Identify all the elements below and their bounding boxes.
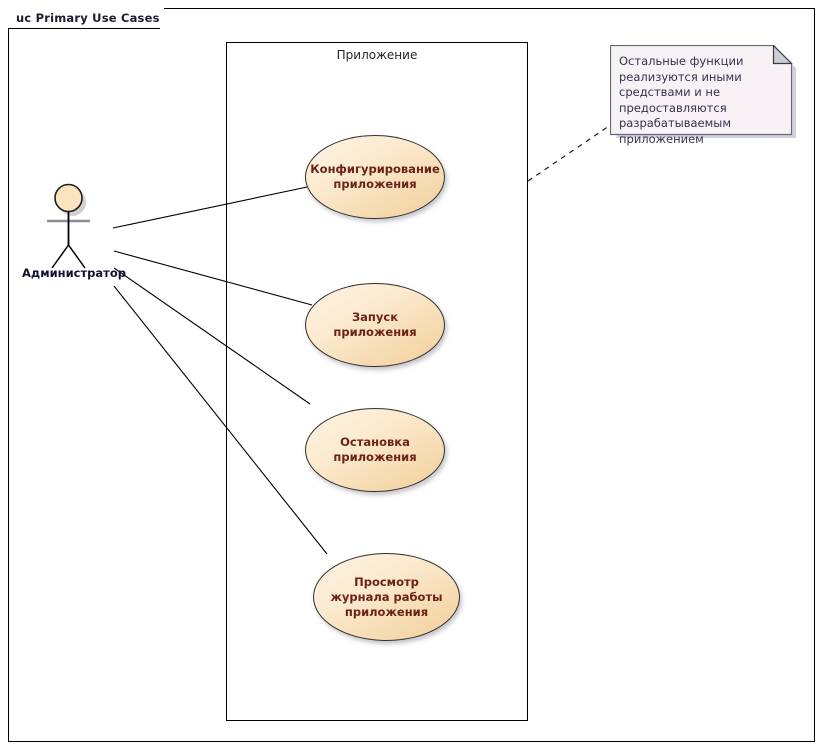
- system-boundary-label: Приложение: [336, 48, 418, 62]
- actor-head-icon: [54, 183, 83, 213]
- actor-administrator[interactable]: [20, 180, 120, 280]
- use-case-label: Остановка приложения: [333, 435, 417, 464]
- actor-leg-left-icon: [51, 244, 70, 269]
- frame-tab: uc Primary Use Cases: [8, 8, 164, 28]
- use-case-label: Просмотр журнала работы приложения: [330, 574, 443, 619]
- note-comment[interactable]: Остальные функции реализуются иными сред…: [610, 45, 796, 146]
- use-case-start[interactable]: Запуск приложения: [305, 283, 445, 367]
- note-fold-icon: [772, 45, 793, 65]
- use-case-stop[interactable]: Остановка приложения: [305, 408, 445, 492]
- use-case-label: Конфигурирование приложения: [310, 162, 440, 191]
- actor-label: Администратор: [22, 266, 126, 280]
- frame-title: uc Primary Use Cases: [16, 11, 160, 25]
- use-case-label: Запуск приложения: [333, 310, 417, 339]
- note-shape: [610, 45, 796, 138]
- actor-leg-right-icon: [67, 244, 86, 269]
- use-case-configure[interactable]: Конфигурирование приложения: [305, 135, 445, 219]
- use-case-view-log[interactable]: Просмотр журнала работы приложения: [313, 553, 460, 641]
- note-text: Остальные функции реализуются иными сред…: [619, 54, 744, 146]
